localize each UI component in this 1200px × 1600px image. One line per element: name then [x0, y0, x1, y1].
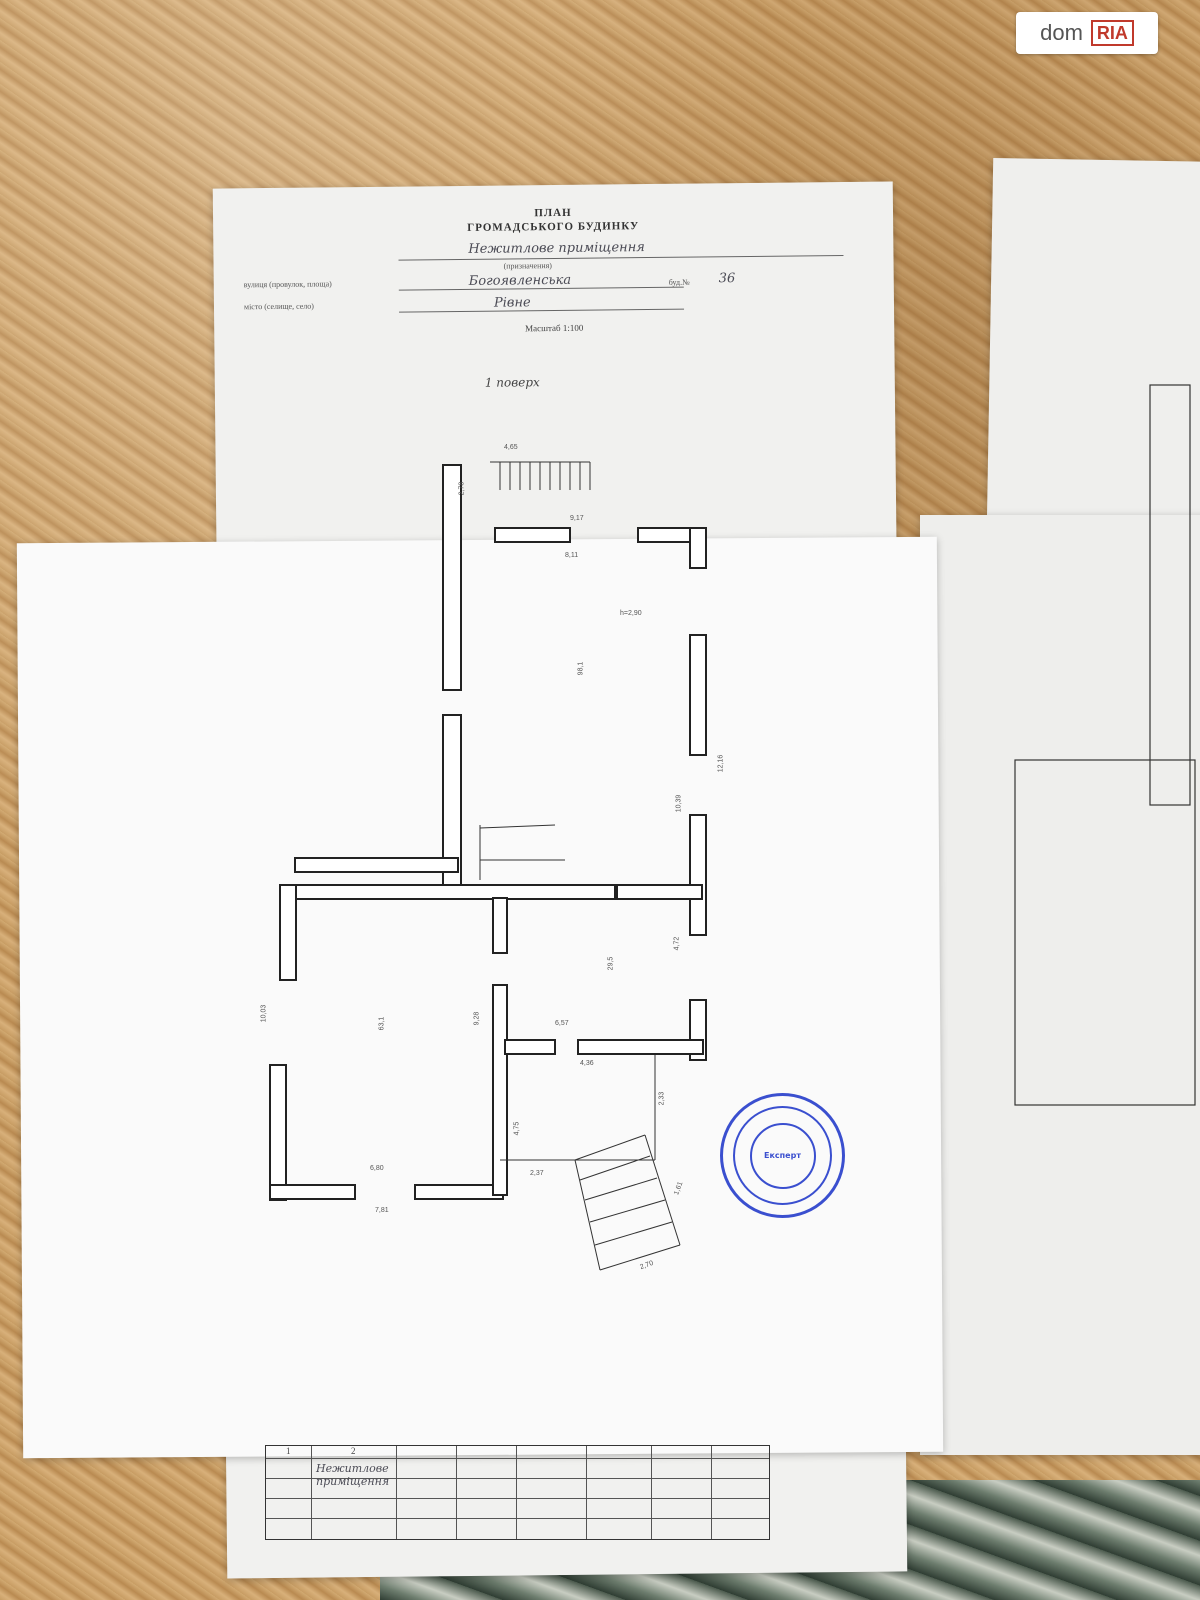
dim-781: 7,81	[375, 1207, 389, 1214]
right-plan-corridor	[1149, 384, 1191, 806]
dim-height: h=2,90	[620, 610, 642, 617]
domria-logo: dom RIA	[1016, 12, 1158, 54]
wall-south-a	[504, 1039, 556, 1055]
wall-partition-b	[492, 984, 508, 1196]
table-col-1: 1	[286, 1446, 291, 1456]
dim-1216: 12,16	[717, 754, 725, 773]
outdoor-stair-step-4	[594, 1221, 673, 1246]
dim-917: 9,17	[570, 515, 584, 522]
room-area-3: 63,1	[378, 1016, 386, 1031]
wall-right-c	[689, 814, 707, 936]
outdoor-stair-right	[644, 1134, 681, 1246]
logo-dom: dom	[1040, 20, 1083, 45]
dim-1039: 10,39	[675, 794, 683, 813]
dim-475: 4,75	[513, 1121, 521, 1136]
wall-partition-a	[492, 897, 508, 954]
wall-right-b	[689, 634, 707, 756]
room-area-1: 98,1	[577, 661, 585, 676]
expert-stamp: Експерт	[720, 1093, 845, 1218]
logo-ria: RIA	[1090, 20, 1134, 46]
room-area-2: 29,5	[607, 956, 615, 971]
dim-472: 4,72	[673, 936, 681, 951]
wall-top-left	[494, 527, 571, 543]
wall-bottom-left	[269, 1184, 356, 1200]
dim-436: 4,36	[580, 1060, 594, 1067]
wall-left-room-b	[269, 1064, 287, 1201]
dim-278: 2,78	[458, 481, 466, 496]
outdoor-stair-bottom	[599, 1244, 681, 1271]
wall-right-a	[689, 527, 707, 569]
dim-1003: 10,03	[260, 1004, 268, 1023]
dim-465: 4,65	[504, 444, 518, 451]
outdoor-stair-step-3	[589, 1199, 666, 1223]
dim-811: 8,11	[565, 552, 579, 559]
table-col-2: 2	[351, 1446, 356, 1456]
wall-south-b	[577, 1039, 704, 1055]
dim-928: 9,28	[473, 1011, 481, 1026]
dim-233: 2,33	[658, 1091, 666, 1106]
stamp-center: Експерт	[749, 1122, 816, 1189]
dim-657: 6,57	[555, 1020, 569, 1027]
dim-237: 2,37	[530, 1170, 544, 1177]
outdoor-stair-left	[574, 1159, 601, 1271]
table-purpose: Нежитлове приміщення	[316, 1462, 390, 1488]
right-document	[920, 515, 1200, 1455]
inner-stair-rail	[479, 824, 556, 829]
wall-left-room-a	[279, 884, 297, 981]
right-plan-outline	[1014, 759, 1196, 1106]
dim-680: 6,80	[370, 1165, 384, 1172]
wall-mid-horizontal-right	[616, 884, 703, 900]
wall-left-upper	[442, 464, 462, 691]
outdoor-stair-step-1	[579, 1155, 651, 1181]
wall-mid-horizontal	[294, 884, 616, 900]
wall-bottom-right	[414, 1184, 504, 1200]
room-table: 1 2 Нежитлове приміщення	[265, 1445, 770, 1540]
wall-middle-left	[294, 857, 459, 873]
outdoor-stair-step-2	[584, 1177, 658, 1201]
outdoor-stair-top	[574, 1134, 646, 1161]
